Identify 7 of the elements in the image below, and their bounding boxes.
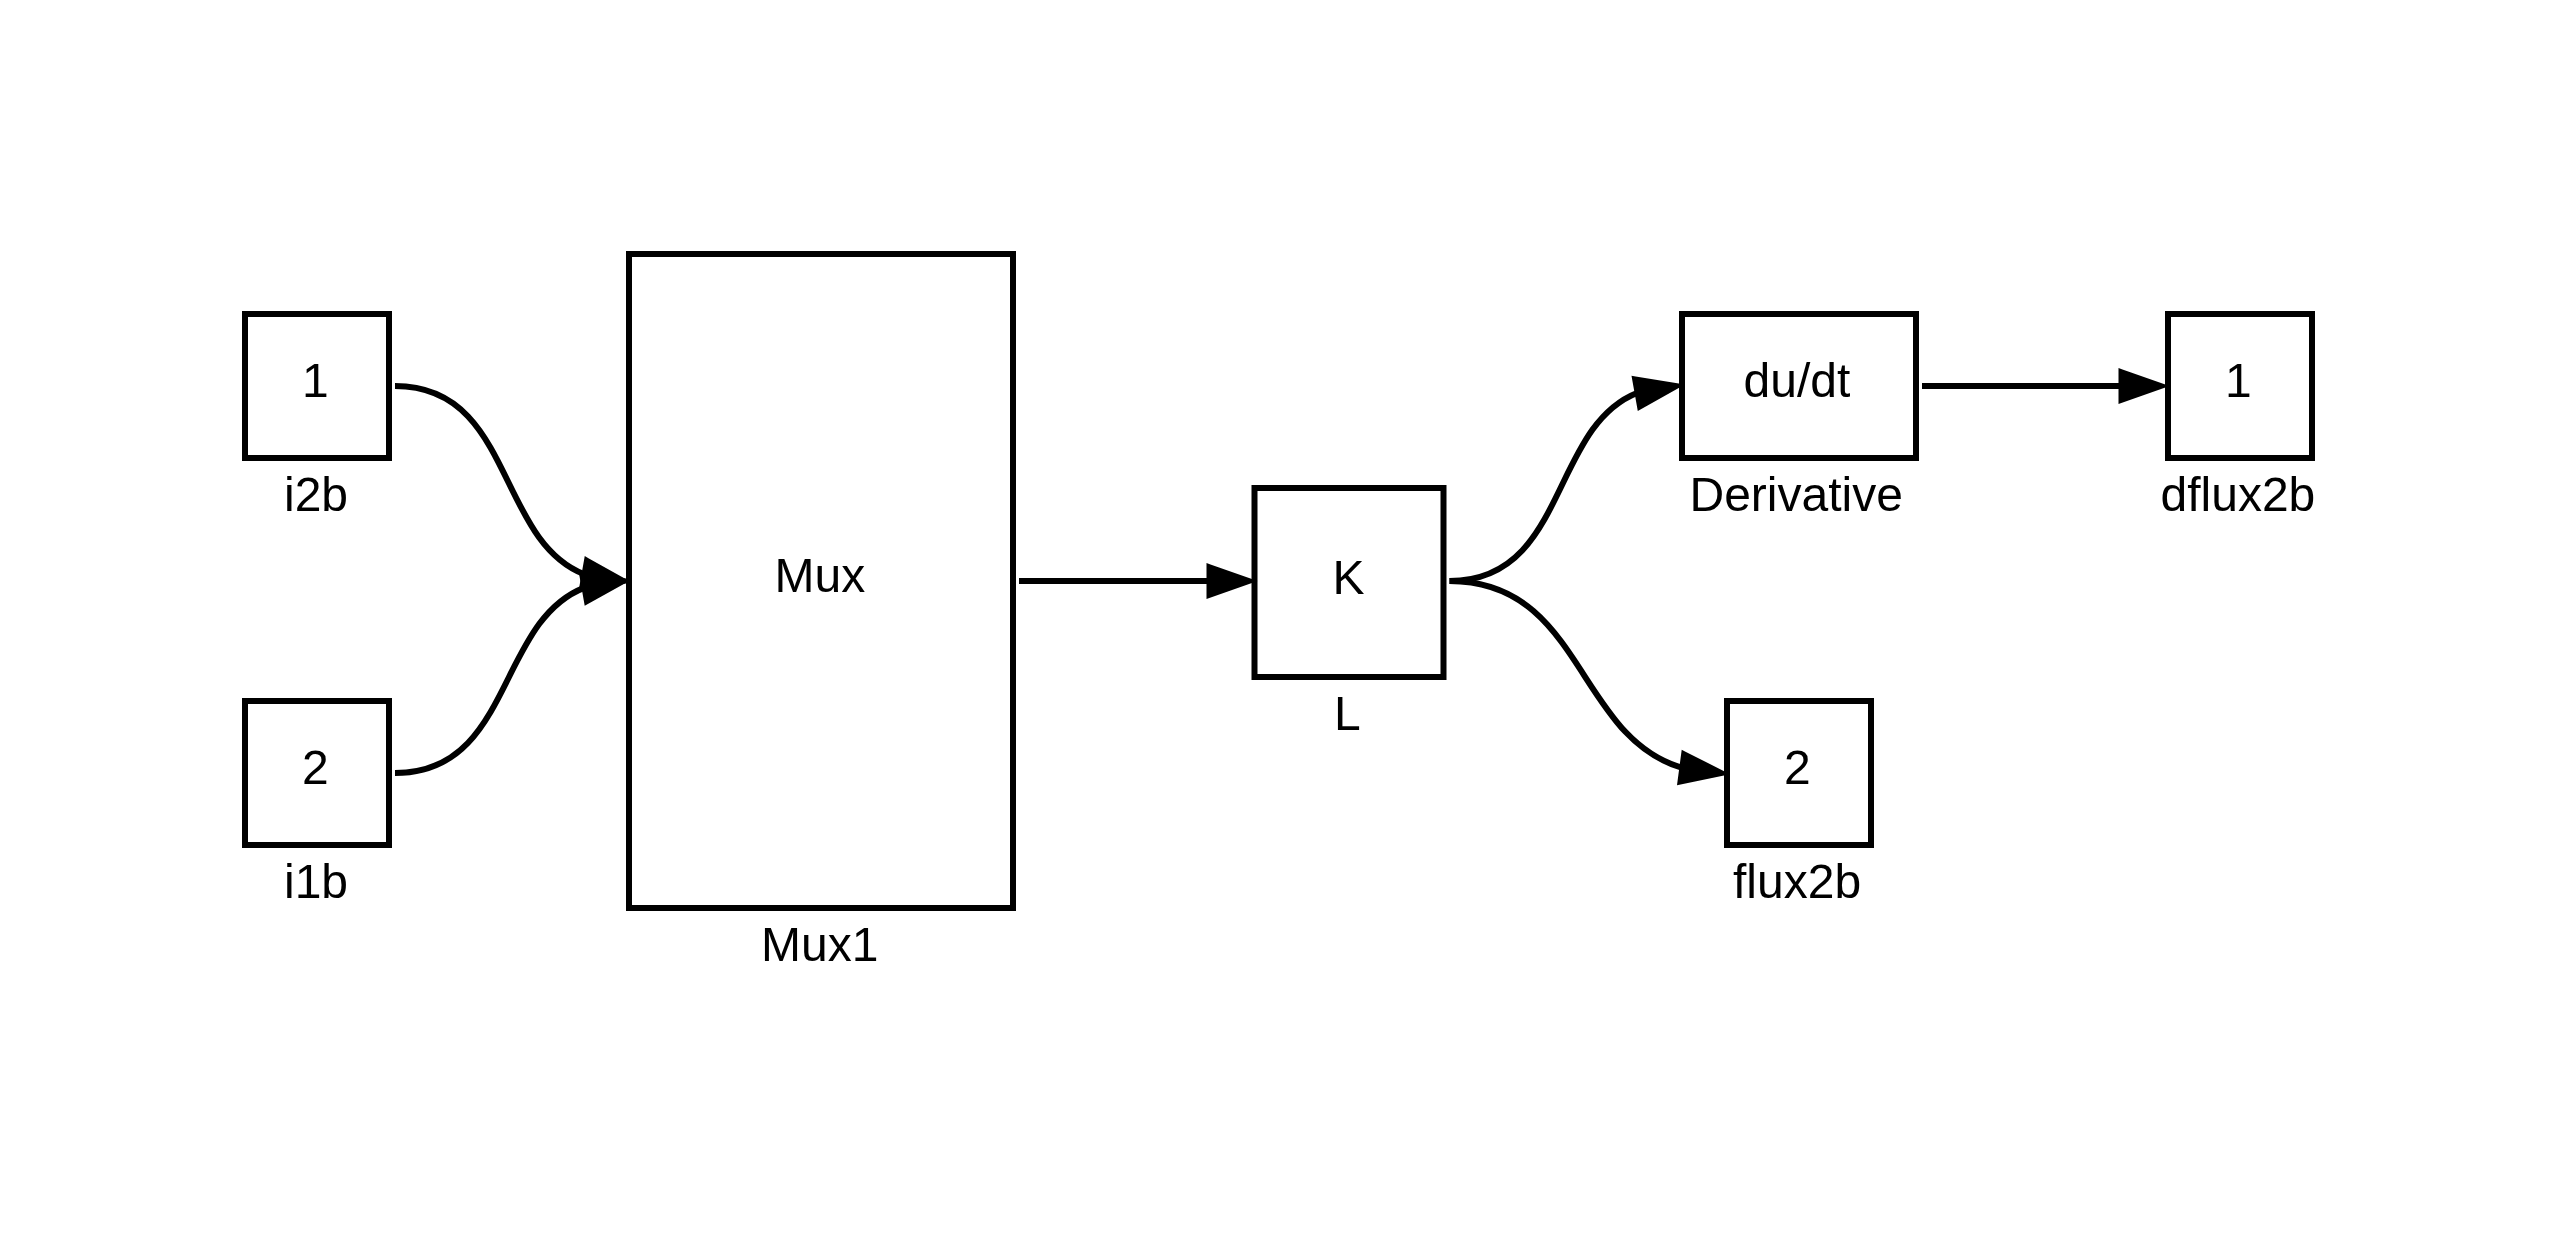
node-label: L: [1334, 687, 1361, 741]
node-label: Derivative: [1689, 468, 1903, 522]
node-label: dflux2b: [2160, 468, 2316, 522]
node-label: Mux1: [761, 918, 879, 972]
node-label: i1b: [284, 855, 349, 909]
node-label: i2b: [284, 468, 349, 522]
node-label: flux2b: [1733, 855, 1862, 909]
